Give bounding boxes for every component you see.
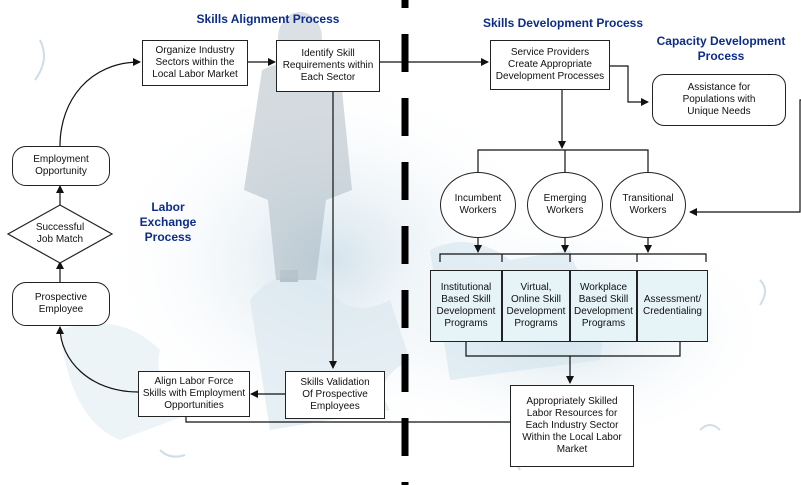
branch-to-workers	[477, 149, 649, 172]
node-employment-opportunity: Employment Opportunity	[12, 146, 110, 186]
node-workplace-programs: Workplace Based Skill Development Progra…	[570, 270, 637, 342]
heading-skills-development: Skills Development Process	[482, 16, 644, 30]
bracket-bottom-programs	[465, 342, 681, 357]
node-service-providers: Service Providers Create Appropriate Dev…	[490, 40, 610, 90]
node-incumbent-workers: Incumbent Workers	[440, 172, 516, 238]
node-emerging-workers: Emerging Workers	[527, 172, 603, 238]
arrow-assistance-to-transitional	[689, 99, 801, 216]
arrow-opportunity-to-organize	[59, 58, 141, 147]
bracket-top-programs	[439, 253, 707, 262]
node-transitional-workers: Transitional Workers	[610, 172, 686, 238]
node-successful-job-match: Successful Job Match	[35, 222, 85, 245]
job-match-diamond	[6, 204, 114, 264]
node-prospective-employee: Prospective Employee	[12, 282, 110, 326]
node-organize-sectors: Organize Industry Sectors within the Loc…	[142, 40, 248, 86]
node-skilled-labor-resources: Appropriately Skilled Labor Resources fo…	[510, 385, 634, 467]
node-align-labor-force: Align Labor Force Skills with Employment…	[138, 371, 250, 417]
heading-skills-alignment: Skills Alignment Process	[196, 12, 340, 26]
arrow-service-to-assistance	[610, 65, 649, 106]
heading-capacity-development: Capacity Development Process	[656, 34, 786, 63]
arrow-align-to-prospective	[56, 326, 139, 393]
node-assessment-credentialing: Assessment/ Credentialing	[637, 270, 708, 342]
node-skills-validation: Skills Validation Of Prospective Employe…	[285, 371, 385, 419]
heading-labor-exchange: Labor Exchange Process	[139, 200, 197, 244]
node-identify-requirements: Identify Skill Requirements within Each …	[276, 40, 380, 92]
node-virtual-programs: Virtual, Online Skill Development Progra…	[502, 270, 570, 342]
node-institutional-programs: Institutional Based Skill Development Pr…	[430, 270, 502, 342]
node-assistance-populations: Assistance for Populations with Unique N…	[652, 74, 786, 126]
